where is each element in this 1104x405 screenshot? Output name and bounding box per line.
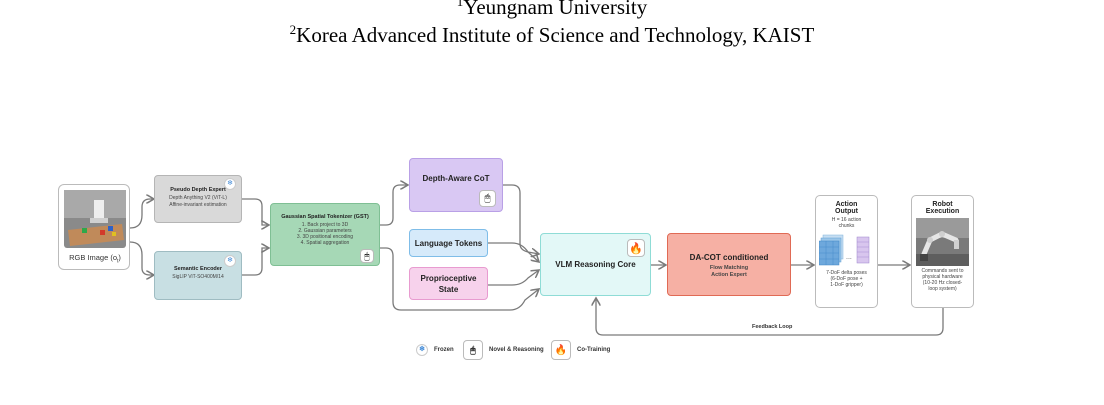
action-chunks-label: H = 16 action bbox=[831, 217, 862, 223]
dacot-title: DA-COT conditioned bbox=[689, 253, 769, 262]
vlm-title: VLM Reasoning Core bbox=[555, 260, 636, 269]
semantic-encoder-title: Semantic Encoder bbox=[174, 266, 222, 272]
language-tokens-title: Language Tokens bbox=[414, 239, 483, 248]
novel-reasoning-icon: 🖱 bbox=[463, 340, 483, 360]
proprioceptive-state-node: Proprioceptive State bbox=[409, 267, 488, 300]
edge-lang-vlm bbox=[488, 242, 539, 262]
affiliation-1: 1Yeungnam University bbox=[456, 0, 648, 19]
action-output-title-2: Output bbox=[835, 208, 858, 215]
action-poses-line-3: 1-DoF gripper) bbox=[830, 282, 863, 288]
edge-proprio-vlm bbox=[488, 270, 539, 286]
dacot-line-1: Flow Matching bbox=[709, 265, 749, 271]
rgb-image-label: RGB Image (ot) bbox=[69, 253, 121, 265]
robot-desc-line-3: (10-20 Hz closed- bbox=[922, 280, 963, 286]
action-output-node: Action Output H = 16 action chunks ... 7… bbox=[815, 195, 878, 308]
edge-cot-vlm bbox=[503, 184, 539, 254]
depth-aware-cot-title: Depth-Aware CoT bbox=[422, 174, 490, 183]
robot-scene-image bbox=[64, 190, 126, 248]
frozen-snowflake-icon: ❄ bbox=[224, 178, 236, 190]
gst-step-1: 1. Back project to 3D bbox=[301, 222, 349, 228]
pseudo-depth-line-2: Affine-invariant estimation bbox=[169, 202, 227, 208]
legend-co-training-label: Co-Training bbox=[577, 347, 611, 353]
legend-frozen-label: Frozen bbox=[434, 347, 454, 353]
action-poses-line-2: (6-DoF pose + bbox=[830, 276, 863, 282]
co-training-flame-icon: 🔥 bbox=[627, 239, 645, 257]
robot-execution-title: Robot bbox=[932, 201, 953, 208]
frozen-snowflake-icon: ❄ bbox=[224, 255, 236, 267]
robot-execution-node: Robot Execution Commands sent to physica… bbox=[911, 195, 974, 308]
gst-step-3: 3. 3D positional encoding bbox=[296, 234, 354, 240]
action-output-title: Action bbox=[835, 201, 858, 208]
gst-step-4: 4. Spatial aggregation bbox=[300, 240, 350, 246]
gst-title: Gaussian Spatial Tokenizer (GST) bbox=[281, 214, 369, 220]
robot-desc-line-2: physical hardware bbox=[922, 274, 963, 280]
edge-semantic-gst bbox=[242, 248, 269, 276]
robot-desc-line-4: loop system) bbox=[928, 286, 957, 292]
language-tokens-node: Language Tokens bbox=[409, 229, 488, 257]
action-chunk-graphic bbox=[818, 234, 869, 266]
frozen-snowflake-icon: ❄ bbox=[416, 344, 428, 356]
legend-co-training: 🔥 Co-Training bbox=[551, 340, 610, 360]
edge-depth-gst bbox=[242, 198, 269, 225]
edge-gst-cot bbox=[380, 185, 408, 226]
action-poses-line-1: 7-DoF delta poses bbox=[826, 270, 867, 276]
pseudo-depth-line-1: Depth Anything V2 (ViT-L) bbox=[169, 195, 227, 201]
proprio-title: Proprioceptive bbox=[420, 274, 477, 283]
pseudo-depth-title: Pseudo Depth Expert bbox=[170, 187, 226, 193]
robot-desc-line-1: Commands sent to bbox=[921, 268, 964, 274]
rgb-image-node: RGB Image (ot) bbox=[58, 184, 130, 270]
proprio-title-2: State bbox=[438, 285, 459, 294]
affiliation-2: 2Korea Advanced Institute of Science and… bbox=[289, 22, 815, 47]
legend-novel-reasoning: 🖱 Novel & Reasoning bbox=[463, 340, 544, 360]
novel-reasoning-icon: 🖱 bbox=[360, 249, 374, 263]
robot-arm-image bbox=[916, 218, 969, 266]
dacot-line-2: Action Expert bbox=[711, 272, 747, 278]
robot-execution-title-2: Execution bbox=[925, 208, 960, 215]
gst-step-2: 2. Gaussian parameters bbox=[298, 228, 352, 234]
edge-rgb-semantic bbox=[129, 241, 154, 275]
legend-frozen: ❄ Frozen bbox=[416, 340, 454, 360]
edge-gst-vlm bbox=[380, 247, 539, 311]
novel-reasoning-icon: 🖱 bbox=[479, 190, 496, 207]
edge-feedback-loop bbox=[596, 298, 944, 336]
legend-novel-reasoning-label: Novel & Reasoning bbox=[489, 347, 544, 353]
feedback-loop-label: Feedback Loop bbox=[752, 324, 793, 330]
semantic-encoder-line-1: SigLIP ViT-SO400M/14 bbox=[172, 274, 224, 280]
da-cot-conditioned-node: DA-COT conditioned Flow Matching Action … bbox=[667, 233, 791, 296]
action-chunks-label-2: chunks bbox=[838, 223, 855, 229]
edge-rgb-depth bbox=[129, 199, 154, 229]
co-training-flame-icon: 🔥 bbox=[551, 340, 571, 360]
action-chunk-ellipsis: ... bbox=[846, 254, 852, 261]
depth-aware-cot-node: Depth-Aware CoT bbox=[409, 158, 503, 212]
